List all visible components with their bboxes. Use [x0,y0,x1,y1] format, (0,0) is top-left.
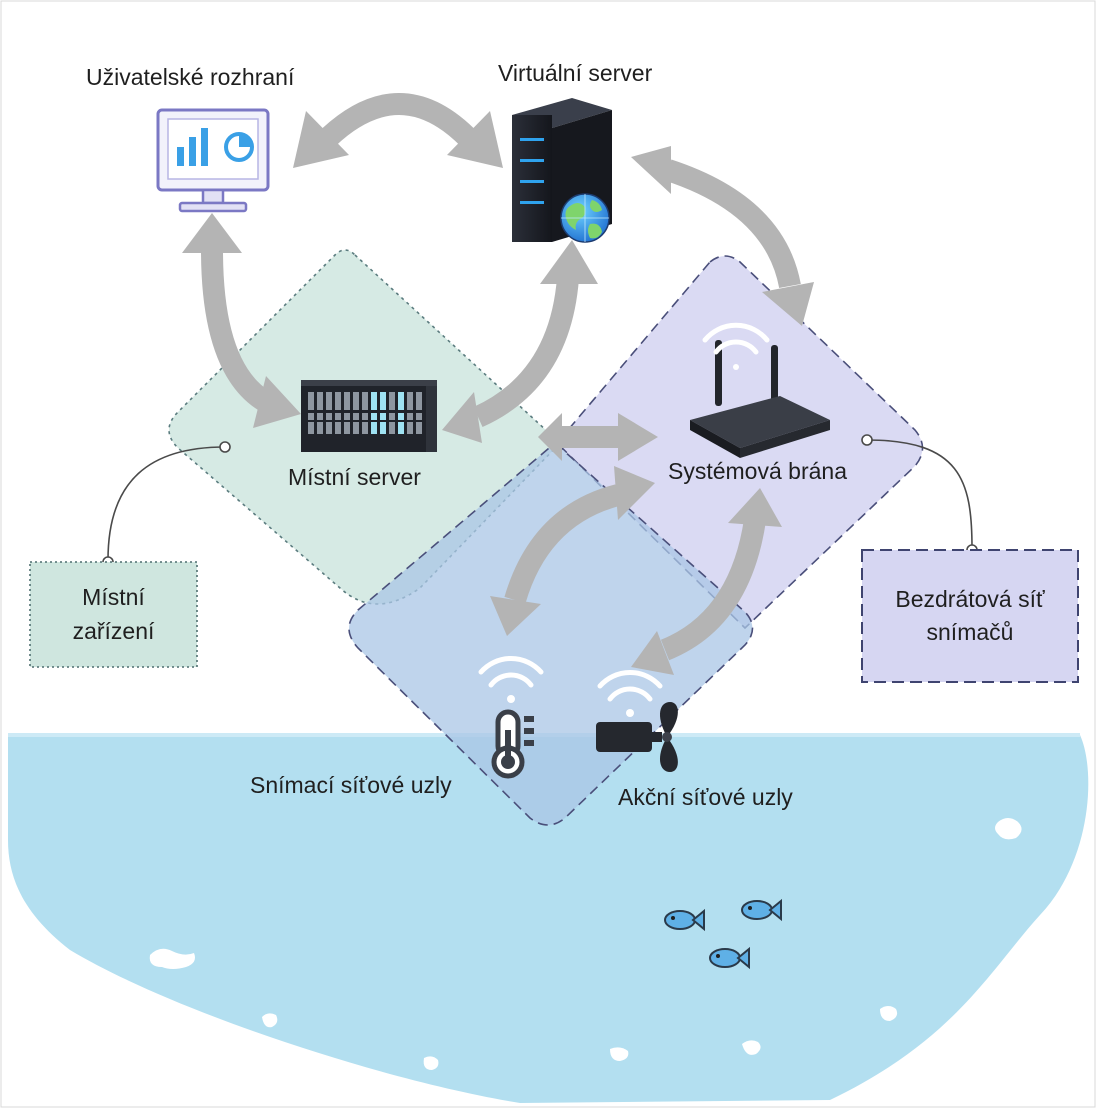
wifi-icon [702,322,770,370]
local-devices-box [29,561,198,668]
rack-server-icon [301,380,437,452]
virtual-server-globe-icon [512,98,612,243]
arrow-heads [182,111,814,675]
monitor-chart-icon [156,108,270,213]
arrow-gateway-actuator [660,518,766,661]
user-interface-label: Uživatelské rozhraní [86,64,295,90]
connection-arrows [201,93,801,661]
water-body [8,735,1089,1103]
water-foam [149,818,1022,1070]
fish-icon [741,898,782,922]
local-devices-callout: Místní zařízení [30,562,197,667]
local-devices-line1: Místní [82,584,145,611]
wireless-network-line1: Bezdrátová síť [895,585,1045,612]
arrow-virtual-gateway [664,159,801,289]
propeller-actuator-icon [596,702,678,772]
fish-icon [664,908,705,932]
thermometer-sensor-icon [491,709,534,779]
virtual-server-label: Virtuální server [498,60,653,86]
arrow-ui-virtual [320,93,476,147]
fish-icon [709,946,750,970]
arrow-ui-local [201,249,273,412]
wireless-network-callout: Bezdrátová síť snímačů [862,550,1078,682]
wifi-icon [478,656,544,703]
arrow-virtual-local [473,277,579,428]
local-server-label: Místní server [288,464,421,490]
wifi-icon [597,670,663,717]
local-devices-line2: zařízení [72,617,155,644]
arrow-gateway-sensor [504,484,621,604]
callout-connectors [107,439,973,561]
router-icon [690,340,830,458]
action-nodes-label: Akční síťové uzly [618,784,793,810]
system-gateway-label: Systémová brána [668,458,847,484]
wireless-network-box [861,549,1079,683]
sensing-nodes-label: Snímací síťové uzly [250,772,452,798]
wireless-network-line2: snímačů [926,619,1014,645]
